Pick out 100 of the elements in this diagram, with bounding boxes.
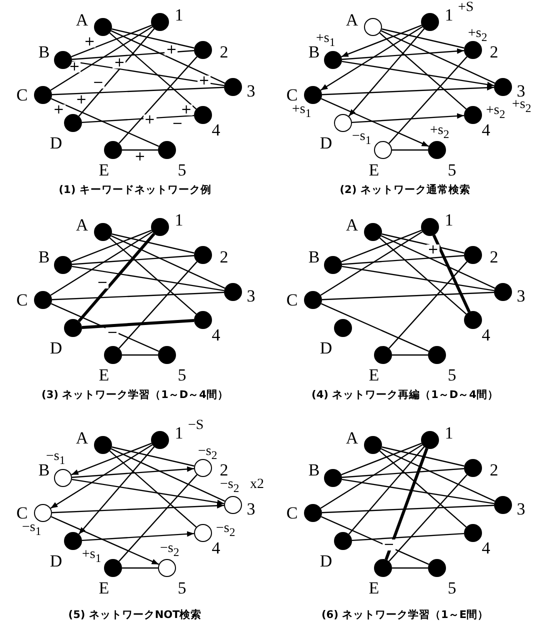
connector-line	[322, 504, 494, 514]
connector-line	[388, 56, 468, 144]
node-label: D	[320, 552, 332, 570]
connector-line	[320, 231, 423, 296]
edge-label: +	[113, 57, 126, 68]
node-label: 1	[444, 6, 454, 24]
panel-caption: (6) ネットワーク学習（1～E間）	[321, 608, 489, 622]
node-label: 5	[178, 162, 186, 178]
edge-label: +	[83, 36, 96, 48]
connector-line	[71, 230, 152, 262]
connector-line	[348, 446, 425, 535]
connector-line	[382, 233, 464, 254]
connector-line	[82, 114, 194, 124]
node-label: 1	[444, 424, 454, 442]
connector-line	[341, 442, 422, 476]
connector-line	[342, 255, 464, 265]
connector-line	[112, 233, 194, 254]
arrow	[71, 442, 152, 476]
node-label: 5	[448, 366, 456, 384]
activation-annotation: −s$_{2}$	[220, 478, 240, 496]
node-label: 4	[212, 326, 220, 344]
connector-line	[352, 532, 464, 542]
node-label: A	[76, 216, 88, 234]
connector-line	[384, 448, 428, 560]
connector-line	[72, 60, 224, 86]
connector-line	[379, 450, 467, 528]
arrow	[320, 26, 423, 91]
node-label: 5	[178, 366, 186, 384]
node-label: E	[98, 580, 110, 596]
node-label: A	[76, 430, 88, 446]
connector-line	[118, 261, 198, 349]
connector-line	[109, 450, 197, 528]
arrow	[50, 516, 160, 565]
activation-annotation: +s$_{2}$	[486, 104, 506, 122]
node-label: B	[308, 248, 320, 266]
arrow	[78, 446, 155, 535]
node-label: 2	[220, 44, 228, 60]
connector-line	[72, 50, 194, 60]
activation-annotation: +s$_{1}$	[292, 103, 312, 121]
connector-line	[432, 234, 471, 312]
activation-annotation: −s$_{2}$	[198, 445, 218, 463]
activation-annotation: −s$_{2}$	[160, 542, 180, 560]
connector-line	[72, 266, 224, 292]
arrow	[348, 28, 425, 117]
connector-line	[392, 149, 428, 151]
connector-line	[382, 446, 464, 467]
node-label: 5	[448, 162, 456, 178]
connector-line	[110, 30, 226, 84]
connector-line	[52, 86, 224, 96]
node-label: 4	[212, 540, 220, 556]
connector-line	[78, 232, 156, 322]
connector-line	[379, 32, 467, 110]
activation-annotation: x2	[250, 478, 264, 492]
edge-label: +	[143, 114, 156, 126]
node-label: 2	[490, 44, 498, 60]
arrow	[322, 84, 494, 96]
connector-line	[50, 26, 153, 91]
edge-label: +	[52, 104, 66, 116]
node-label: 1	[444, 212, 454, 228]
connector-line	[118, 56, 198, 144]
connector-line	[50, 303, 160, 352]
activation-annotation: +s$_{2}$	[430, 124, 450, 142]
node-label: 4	[482, 540, 490, 556]
node-label: 5	[178, 580, 186, 596]
edge-label: +	[134, 152, 146, 162]
node-label: 5	[448, 580, 456, 596]
connector-line	[110, 235, 226, 289]
connector-line	[82, 319, 194, 329]
connector-line	[320, 444, 423, 509]
panel-caption: (1) キーワードネットワーク例	[58, 183, 212, 197]
panel-caption: (4) ネットワーク再編（1～D～4間）	[312, 388, 498, 402]
connector-line	[322, 292, 494, 300]
node-label: E	[98, 366, 110, 384]
connector-line	[109, 238, 197, 314]
connector-line	[112, 28, 194, 49]
connector-line	[341, 230, 422, 262]
node-label: 3	[516, 500, 526, 518]
node-label: 3	[246, 82, 256, 100]
node-label: D	[50, 340, 62, 356]
node-label: 2	[220, 462, 228, 478]
node-label: A	[346, 12, 358, 28]
node-label: 2	[220, 248, 228, 266]
connector-line	[122, 149, 158, 151]
connector-line	[122, 354, 158, 356]
activation-annotation: −s$_{1}$	[352, 130, 372, 148]
activation-annotation: +s$_{1}$	[82, 548, 102, 566]
node-label: 2	[490, 248, 498, 266]
node-label: C	[16, 292, 28, 308]
node-label: 4	[212, 122, 220, 138]
edge-label: +	[198, 76, 211, 87]
edge-label: +	[426, 244, 440, 256]
node-label: E	[368, 580, 380, 596]
edge-label: +	[180, 104, 193, 116]
edge-label: −	[382, 540, 396, 551]
arrow	[72, 466, 194, 478]
connector-line	[71, 24, 152, 58]
activation-annotation: +s$_{2}$	[512, 98, 532, 116]
node-label: 1	[174, 212, 184, 228]
panel-caption: (5) ネットワークNOT検索	[68, 608, 202, 622]
node-label: C	[286, 86, 298, 104]
